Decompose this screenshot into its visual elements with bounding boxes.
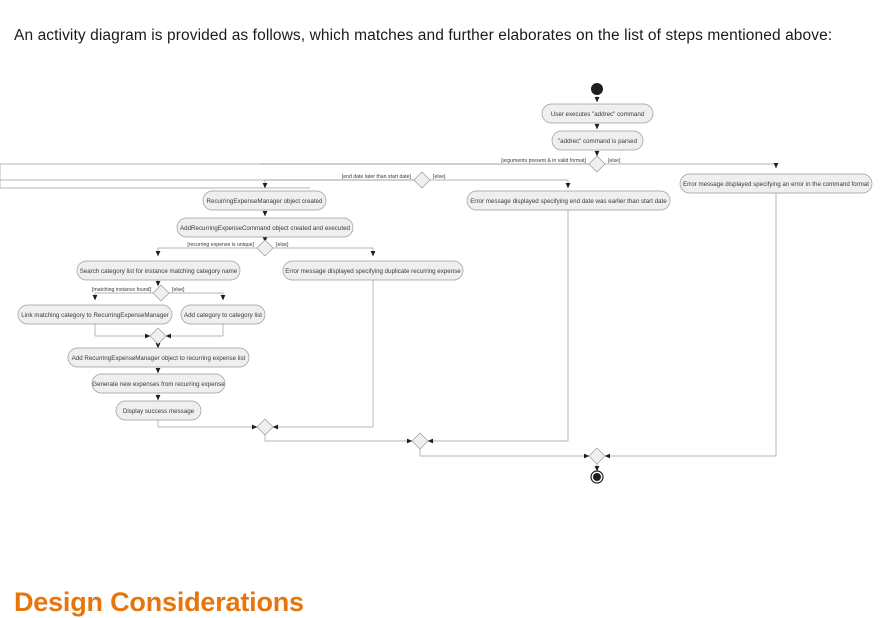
action-node-a11: Add RecurringExpenseManager object to re… [67,347,250,368]
decision-node-d3: [recurring expense is unique] [else] [187,239,289,257]
decision-node-d2-guard-false: [else] [433,174,446,180]
end-node [590,470,604,484]
action-node-a2-label: "addrec" command is parsed [558,138,638,145]
action-node-a12: Generate new expenses from recurring exp… [91,373,226,394]
action-node-a3-label: Error message displayed specifying an er… [683,181,869,188]
merge-node-m2 [256,418,274,436]
action-node-a2: "addrec" command is parsed [551,130,644,151]
action-node-a9-label: Link matching category to RecurringExpen… [21,312,169,319]
decision-node-d1-guard-false: [else] [608,158,621,164]
action-node-a10-label: Add category to category list [184,312,262,319]
action-node-a8: Search category list for instance matchi… [76,260,241,281]
action-node-a6-label: AddRecurringExpenseCommand object create… [180,225,350,232]
action-node-a12-label: Generate new expenses from recurring exp… [92,381,225,388]
action-node-a1: User executes "addrec" command [541,103,654,124]
section-heading-design-considerations: Design Considerations [14,587,304,618]
decision-node-d3-guard-true: [recurring expense is unique] [187,242,254,248]
activity-diagram: User executes "addrec" command "addrec" … [0,83,873,484]
decision-node-d4-guard-false: [else] [172,287,185,293]
action-node-a7: Error message displayed specifying dupli… [282,260,464,281]
action-node-a4: Error message displayed specifying end d… [466,190,671,211]
action-node-a5-label: RecurringExpenseManager object created [207,198,323,205]
decision-node-d3-guard-false: [else] [276,242,289,248]
action-node-a4-label: Error message displayed specifying end d… [470,198,667,205]
decision-node-d1-guard-true: [arguments present & in valid format] [501,158,586,164]
action-node-a6: AddRecurringExpenseCommand object create… [176,217,354,238]
action-node-a8-label: Search category list for instance matchi… [80,268,238,275]
action-node-a7-label: Error message displayed specifying dupli… [285,268,461,275]
decision-node-d1: [arguments present & in valid format] [e… [501,155,621,173]
action-node-a11-label: Add RecurringExpenseManager object to re… [72,355,246,362]
action-node-a13: Display success message [115,400,202,421]
decision-node-d4-guard-true: [matching instance found] [92,287,152,293]
merge-node-m4 [588,447,606,465]
diagram-edges [0,96,779,472]
action-node-a13-label: Display success message [123,408,195,415]
start-node [591,83,603,95]
action-node-a1-label: User executes "addrec" command [551,111,645,118]
action-node-a10: Add category to category list [180,304,266,325]
action-node-a3: Error message displayed specifying an er… [679,173,873,194]
decision-node-d2-guard-true: [end date later than start date] [342,174,412,180]
decision-node-d4: [matching instance found] [else] [92,284,185,302]
activity-diagram-container: User executes "addrec" command "addrec" … [0,70,895,510]
decision-node-d2: [end date later than start date] [else] [342,171,446,189]
intro-paragraph: An activity diagram is provided as follo… [14,26,833,44]
action-node-a5: RecurringExpenseManager object created [202,190,327,211]
merge-node-m3 [411,432,429,450]
action-node-a9: Link matching category to RecurringExpen… [17,304,173,325]
merge-node-m1 [149,327,167,345]
